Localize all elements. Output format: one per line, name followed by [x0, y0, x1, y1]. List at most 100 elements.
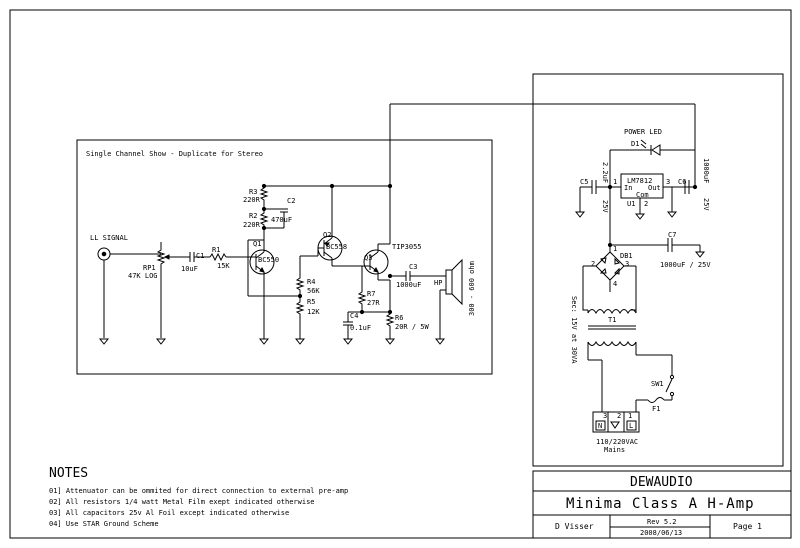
- q2-transistor: Q2 BC558: [317, 231, 347, 261]
- revision: Rev 5.2: [647, 518, 677, 526]
- r5-value: 12K: [307, 308, 320, 316]
- speaker-value: 300 - 600 ohm: [468, 261, 476, 316]
- notes-section: NOTES 01] Attenuator can be ommited for …: [49, 466, 348, 528]
- sw1-switch: SW1: [651, 374, 675, 397]
- c7-value: 1000uF / 25V: [660, 261, 711, 269]
- r7-resistor: R7 27R: [357, 290, 380, 307]
- reg-in: In: [624, 184, 632, 192]
- c6-value: 1000uF: [702, 158, 710, 183]
- c2-capacitor: C2 470uF: [264, 197, 295, 229]
- c7-capacitor: C7 1000uF / 25V: [660, 231, 711, 269]
- conn-n: N: [598, 422, 602, 430]
- c1-value: 10uF: [181, 265, 198, 273]
- d1-led: D1: [631, 139, 661, 156]
- r3-resistor: R3 220R: [243, 186, 269, 204]
- c5-value: 2.2uF: [601, 162, 609, 183]
- r7-ref: R7: [367, 290, 375, 298]
- db1-p3: 3: [625, 260, 629, 268]
- note-2: 02] All resistors 1/4 watt Metal Film ex…: [49, 498, 315, 506]
- q3-part: TIP3055: [392, 243, 422, 251]
- mains-connector: 3 2 1 N L 110/220VAC Mains: [592, 411, 640, 454]
- speaker-hp: HP 300 - 600 ohm: [434, 258, 476, 339]
- c3-value: 1000uF: [396, 281, 421, 289]
- r3-value: 220R: [243, 196, 261, 204]
- c5-ref: C5: [580, 178, 588, 186]
- r1-ref: R1: [212, 246, 220, 254]
- conn-pin-3: 3: [603, 412, 607, 420]
- input-label: LL SIGNAL: [90, 234, 128, 242]
- c4-capacitor: C4 0.1uF: [343, 312, 371, 339]
- reg-pin2: 2: [644, 200, 648, 208]
- q3-transistor: Q3 TIP3055: [360, 243, 422, 275]
- c2-ref: C2: [287, 197, 295, 205]
- title-block: DEWAUDIO Minima Class A H-Amp D Visser R…: [532, 470, 792, 539]
- page-number: Page 1: [733, 522, 762, 531]
- power-supply-section: POWER LED D1 LM7812 In Out Com U1 1 3 2: [532, 73, 784, 467]
- rp1-value: 47K LOG: [128, 272, 158, 280]
- amplifier-section: Single Channel Show - Duplicate for Ster…: [76, 104, 493, 375]
- c7-ref: C7: [668, 231, 676, 239]
- r6-resistor: R6 20R / 5W: [385, 312, 430, 331]
- r2-ref: R2: [249, 212, 257, 220]
- sw1-ref: SW1: [651, 380, 664, 388]
- amp-junctions: [261, 183, 393, 315]
- mains-voltage: 110/220VAC: [596, 438, 638, 446]
- r2-value: 220R: [243, 221, 261, 229]
- r7-value: 27R: [367, 299, 380, 307]
- r4-ref: R4: [307, 278, 315, 286]
- u1-regulator: LM7812 In Out Com U1 1 3 2: [613, 173, 670, 220]
- f1-ref: F1: [652, 405, 660, 413]
- schematic-title: Minima Class A H-Amp: [566, 496, 755, 512]
- q1-part: BC550: [258, 256, 279, 264]
- c4-ref: C4: [350, 312, 358, 320]
- t1-ref: T1: [608, 316, 616, 324]
- r3-ref: R3: [249, 188, 257, 196]
- c5-capacitor: C5 2.2uF 25V: [574, 162, 609, 218]
- c5-volt: 25V: [601, 200, 609, 213]
- r5-ref: R5: [307, 298, 315, 306]
- speaker-ref: HP: [434, 279, 442, 287]
- q2-part: BC558: [326, 243, 347, 251]
- r1-value: 15K: [217, 262, 230, 270]
- t1-transformer: T1 Sec: 15V at 30VA: [570, 296, 637, 364]
- c1-capacitor: C1 10uF: [181, 252, 210, 273]
- reg-pin1: 1: [613, 178, 617, 186]
- db1-bridge: DB1 1 2 3 4: [591, 245, 633, 288]
- db1-p2: 2: [591, 260, 595, 268]
- note-3: 03] All capacitors 25v Al Foil except in…: [49, 509, 289, 517]
- reg-pin3: 3: [666, 178, 670, 186]
- conn-l: L: [629, 422, 633, 430]
- author: D Visser: [555, 522, 594, 531]
- f1-fuse: F1: [647, 397, 665, 413]
- db1-ref: DB1: [620, 252, 633, 260]
- q2-ref: Q2: [323, 231, 331, 239]
- c6-ref: C6: [678, 178, 686, 186]
- reg-com: Com: [636, 191, 649, 199]
- c6-volt: 25V: [702, 198, 710, 211]
- sheet-border: [9, 9, 792, 539]
- note-4: 04] Use STAR Ground Scheme: [49, 520, 159, 528]
- db1-p4: 4: [613, 280, 617, 288]
- d1-ref: D1: [631, 140, 639, 148]
- r5-resistor: R5 12K: [295, 298, 320, 316]
- db1-p1: 1: [613, 245, 617, 253]
- note-1: 01] Attenuator can be ommited for direct…: [49, 487, 348, 495]
- q1-ref: Q1: [253, 240, 261, 248]
- input-jack: LL SIGNAL: [90, 234, 161, 338]
- mains-label: Mains: [604, 446, 625, 454]
- c2-value: 470uF: [271, 216, 292, 224]
- c1-ref: C1: [196, 252, 204, 260]
- date: 2008/06/13: [640, 529, 682, 537]
- r1-resistor: R1 15K: [209, 246, 252, 270]
- amp-grounds: [98, 338, 446, 345]
- t1-secondary: Sec: 15V at 30VA: [570, 296, 578, 364]
- q1-transistor: Q1 BC550: [249, 240, 279, 275]
- c3-ref: C3: [409, 263, 417, 271]
- u1-ref: U1: [627, 200, 635, 208]
- power-led-label: POWER LED: [624, 128, 662, 136]
- r2-resistor: R2 220R: [243, 211, 269, 229]
- reg-part: LM7812: [627, 177, 652, 185]
- c6-capacitor: C6 1000uF 25V: [666, 158, 710, 218]
- c4-value: 0.1uF: [350, 324, 371, 332]
